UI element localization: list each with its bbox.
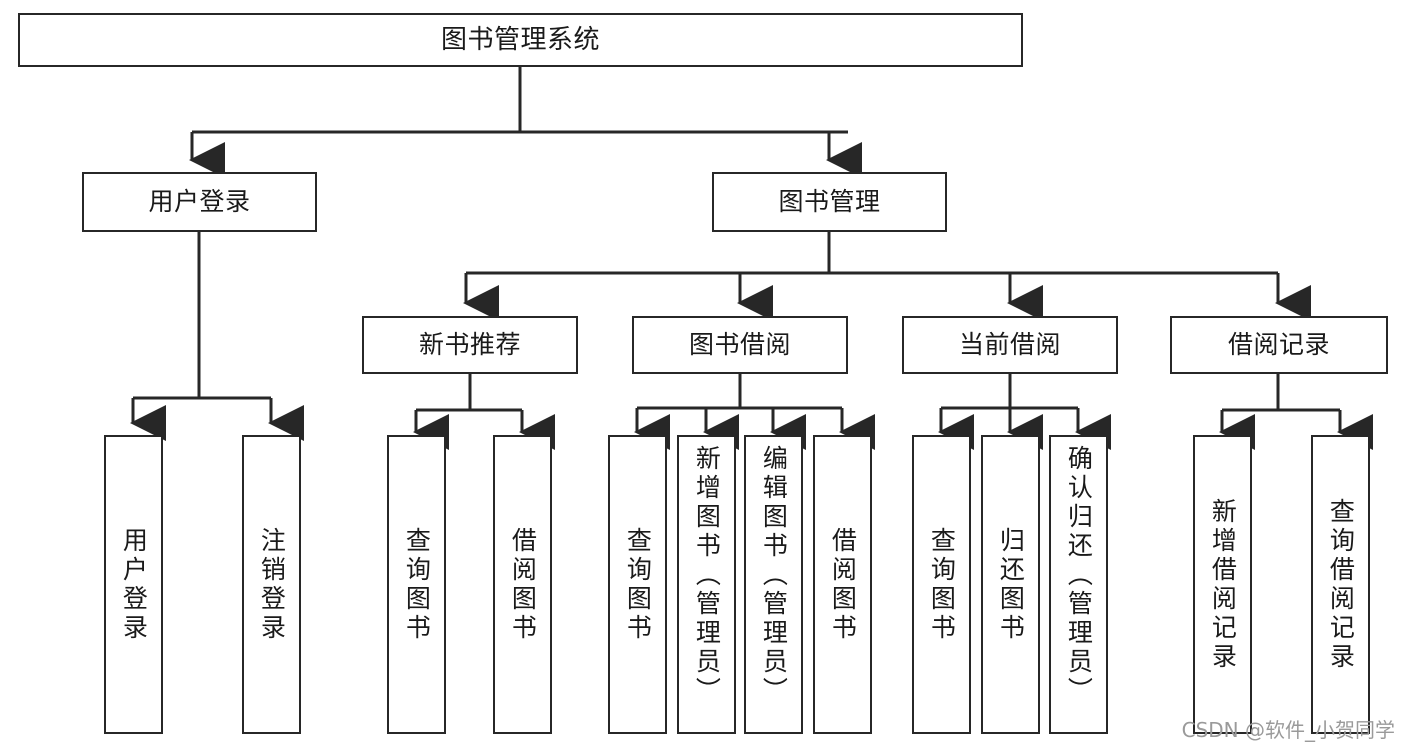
node-label: 新增借阅记录 (1208, 497, 1238, 672)
node-label: 查询图书 (402, 526, 432, 643)
leaf-current-borrow-confirm-return-admin[interactable]: 确认归还（管理员） (1049, 435, 1108, 734)
leaf-book-borrow-add-book-admin[interactable]: 新增图书（管理员） (677, 435, 736, 734)
node-label: 新增图书（管理员） (692, 445, 722, 706)
node-label: 归还图书 (996, 526, 1026, 643)
node-user-login[interactable]: 用户登录 (82, 172, 317, 232)
node-label: 借阅记录 (1227, 330, 1330, 360)
leaf-new-book-borrow-book[interactable]: 借阅图书 (493, 435, 552, 734)
node-book-borrowing[interactable]: 图书借阅 (632, 316, 848, 374)
node-label: 新书推荐 (418, 330, 521, 360)
node-label: 图书借阅 (688, 330, 791, 360)
node-label: 查询图书 (623, 526, 653, 643)
leaf-record-query-borrow-record[interactable]: 查询借阅记录 (1311, 435, 1370, 734)
node-borrowing-record[interactable]: 借阅记录 (1170, 316, 1388, 374)
node-new-book-recommendation[interactable]: 新书推荐 (362, 316, 578, 374)
node-book-management[interactable]: 图书管理 (712, 172, 947, 232)
node-label: 编辑图书（管理员） (759, 445, 789, 706)
leaf-current-borrow-query-book[interactable]: 查询图书 (912, 435, 971, 734)
leaf-new-book-query-book[interactable]: 查询图书 (387, 435, 446, 734)
node-label: 注销登录 (257, 526, 287, 643)
node-label: 用户登录 (148, 187, 251, 217)
node-label: 查询图书 (927, 526, 957, 643)
leaf-user-login-login[interactable]: 用户登录 (104, 435, 163, 734)
leaf-record-add-borrow-record[interactable]: 新增借阅记录 (1193, 435, 1252, 734)
leaf-book-borrow-borrow-book[interactable]: 借阅图书 (813, 435, 872, 734)
node-label: 用户登录 (119, 526, 149, 643)
leaf-book-borrow-query-book[interactable]: 查询图书 (608, 435, 667, 734)
leaf-book-borrow-edit-book-admin[interactable]: 编辑图书（管理员） (744, 435, 803, 734)
leaf-user-login-logout[interactable]: 注销登录 (242, 435, 301, 734)
node-label: 当前借阅 (958, 330, 1061, 360)
node-label: 借阅图书 (828, 526, 858, 643)
node-label: 借阅图书 (508, 526, 538, 643)
node-label: 查询借阅记录 (1326, 497, 1356, 672)
node-label: 图书管理 (778, 187, 881, 217)
node-root-book-management-system[interactable]: 图书管理系统 (18, 13, 1023, 67)
node-label: 图书管理系统 (440, 24, 600, 55)
node-label: 确认归还（管理员） (1064, 445, 1094, 706)
node-current-borrowing[interactable]: 当前借阅 (902, 316, 1118, 374)
leaf-current-borrow-return-book[interactable]: 归还图书 (981, 435, 1040, 734)
